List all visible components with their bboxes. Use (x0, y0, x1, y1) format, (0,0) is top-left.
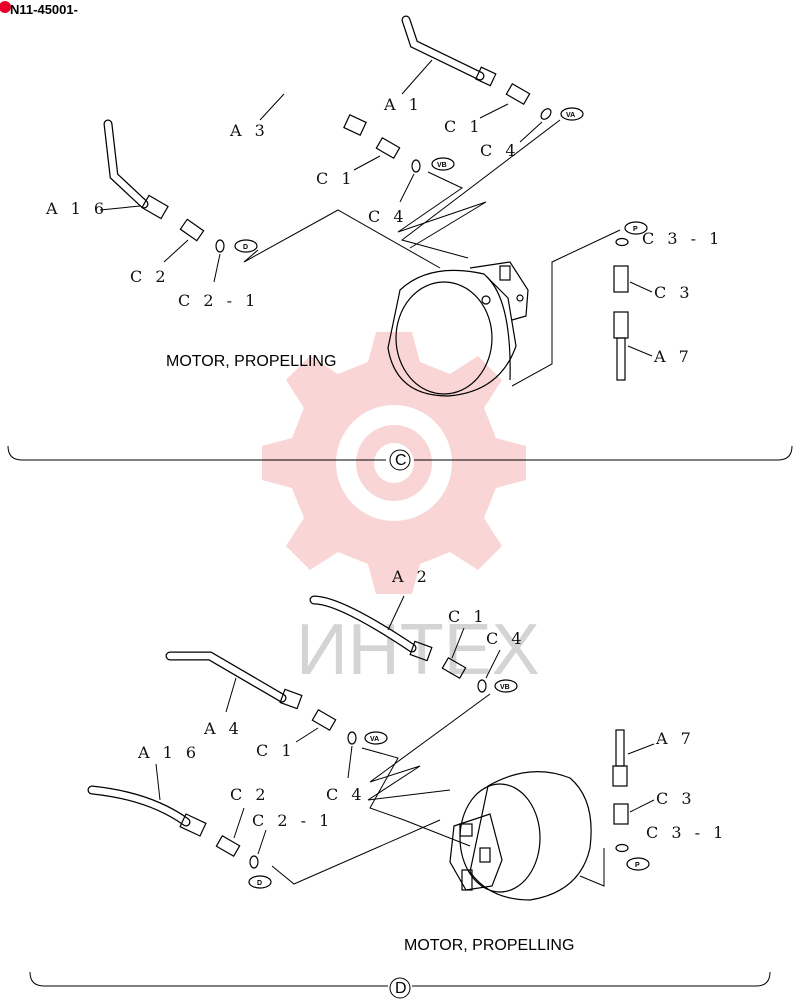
label-c2-c: C 2 (130, 267, 170, 286)
fitting-c2-d (215, 834, 241, 858)
hose-a3[interactable] (275, 23, 349, 125)
line-va-c (400, 119, 561, 259)
tag-va-d (364, 731, 388, 745)
label-c4-top: C 4 (480, 141, 520, 160)
tag-va-c (560, 107, 584, 121)
label-c1-mid: C 1 (316, 169, 356, 188)
label-a4: A 4 (203, 719, 243, 738)
line-d-c (243, 209, 441, 269)
oring-c4-top-d (477, 679, 487, 693)
label-c2-1-d: C 2 - 1 (252, 811, 333, 830)
motor-propelling-c[interactable] (387, 261, 529, 397)
fitting-c3-d (613, 803, 629, 825)
bracket-d (29, 971, 771, 987)
label-a2: A 2 (391, 567, 431, 586)
label-a7-c: A 7 (653, 347, 693, 366)
tag-vb-c (431, 157, 455, 171)
label-a7-d: A 7 (655, 729, 695, 748)
line-vb-d (367, 693, 491, 801)
label-c1-top-d: C 1 (448, 607, 488, 626)
oring-c2-1-d (249, 855, 259, 869)
fitting-c2-c (179, 218, 205, 242)
watermark-logo (262, 332, 526, 594)
section-c: A 3 A 1 C 1 C 4 VA C 1 C 4 VB A 1 6 (7, 15, 793, 471)
label-c1-mid-d: C 1 (256, 741, 296, 760)
bracket-c (7, 445, 793, 461)
oring-c4-mid (411, 159, 421, 173)
line-p-c (511, 229, 621, 387)
line-va-d (361, 747, 471, 847)
tag-d-d (248, 875, 272, 889)
label-c3-c: C 3 (654, 283, 694, 302)
page-ref-dot (0, 1, 11, 13)
label-c2-1-c: C 2 - 1 (178, 291, 259, 310)
line-vb-c (397, 171, 487, 249)
oring-c4-top (540, 108, 552, 120)
nut-a1 (474, 66, 497, 87)
label-a16-c: A 1 6 (45, 199, 108, 218)
line-d-d (271, 819, 441, 885)
label-a1: A 1 (383, 95, 423, 114)
motor-propelling-d[interactable] (449, 771, 592, 901)
fitting-c3-c (613, 265, 629, 293)
fitting-c1-top-d (441, 656, 467, 680)
page-ref: N11-45001- (10, 2, 78, 17)
svg-text:P: P (633, 226, 638, 233)
fitting-c1-mid (375, 136, 401, 160)
nut-a16-c (141, 194, 169, 220)
svg-text:P: P (635, 862, 640, 869)
section-d-title: MOTOR, PROPELLING (404, 937, 574, 954)
watermark-text: ИНТЕХ (296, 610, 540, 690)
label-a16-d: A 1 6 (137, 743, 200, 762)
svg-text:VB: VB (437, 162, 447, 169)
oring-c2-1-c (215, 239, 225, 253)
svg-text:VA: VA (566, 112, 575, 119)
svg-text:C: C (395, 452, 407, 469)
label-c3-1-c: C 3 - 1 (642, 229, 723, 248)
section-c-title: MOTOR, PROPELLING (166, 353, 336, 370)
label-a3: A 3 (229, 121, 269, 140)
fitting-c1-top (505, 82, 531, 106)
marker-c (389, 449, 411, 471)
pipe-a7-d[interactable] (615, 729, 625, 767)
fitting-c1-mid-d (311, 708, 337, 732)
oring-c3-1-c (615, 237, 629, 247)
tag-vb-d (494, 679, 518, 693)
nut-a3 (343, 114, 367, 136)
fitting-a7-c (613, 311, 629, 339)
section-d: A 2 C 1 C 4 VB A 4 C 1 C 4 VA A 1 6 (29, 567, 771, 999)
label-c2-d: C 2 (230, 785, 270, 804)
label-c1-top: C 1 (444, 117, 484, 136)
nut-a4 (279, 688, 303, 710)
label-c3-d: C 3 (656, 789, 696, 808)
svg-text:VA: VA (370, 736, 379, 743)
fitting-a7-d (612, 765, 628, 787)
nut-a16-d (179, 813, 207, 837)
label-c4-mid: C 4 (368, 207, 408, 226)
label-c4-top-d: C 4 (486, 629, 526, 648)
line-p-d (579, 848, 605, 887)
svg-text:VB: VB (500, 684, 510, 691)
label-c4-mid-d: C 4 (326, 785, 366, 804)
marker-d (389, 977, 411, 999)
label-c3-1-d: C 3 - 1 (646, 823, 727, 842)
oring-c3-1-d (615, 843, 629, 853)
tag-d-c (234, 239, 258, 253)
svg-text:D: D (243, 244, 248, 251)
pipe-a7-c[interactable] (616, 337, 626, 381)
tag-p-d (626, 857, 650, 871)
svg-text:D: D (395, 980, 407, 997)
nut-a2 (409, 640, 433, 662)
oring-c4-mid-d (347, 731, 357, 745)
tag-p-c (624, 221, 648, 235)
svg-text:D: D (257, 880, 262, 887)
